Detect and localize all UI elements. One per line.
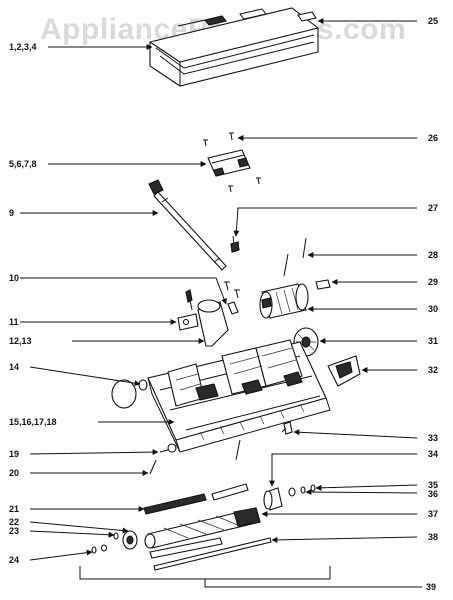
callout-30: 30 bbox=[428, 304, 438, 314]
parts-24-part[interactable] bbox=[91, 544, 108, 554]
motor-30-part[interactable] bbox=[259, 283, 309, 319]
bearing-34-part[interactable] bbox=[263, 487, 283, 511]
spring-27-part[interactable] bbox=[230, 235, 240, 253]
callout-labels: 1,2,3,4 25 26 5,6,7,8 9 27 28 10 29 30 1… bbox=[9, 16, 438, 592]
callout-15-16-17-18: 15,16,17,18 bbox=[9, 417, 57, 427]
callout-24: 24 bbox=[9, 555, 19, 565]
callout-34: 34 bbox=[428, 449, 438, 459]
callout-37: 37 bbox=[428, 509, 438, 519]
callout-28: 28 bbox=[428, 250, 438, 260]
callout-20: 20 bbox=[9, 468, 19, 478]
nut-19-part[interactable] bbox=[159, 443, 177, 453]
brush-29-part[interactable] bbox=[315, 279, 331, 290]
callout-35: 35 bbox=[428, 480, 438, 490]
screw-26-part[interactable] bbox=[229, 132, 234, 141]
callout-14: 14 bbox=[9, 362, 19, 372]
plate-assembly-part[interactable] bbox=[207, 149, 251, 177]
callout-19: 19 bbox=[9, 449, 19, 459]
callout-5-6-7-8: 5,6,7,8 bbox=[9, 159, 37, 169]
callout-29: 29 bbox=[428, 277, 438, 287]
callout-22: 22 bbox=[9, 517, 19, 527]
endcap-22-part[interactable] bbox=[122, 530, 138, 550]
leader-lines bbox=[20, 18, 422, 588]
callout-12-13: 12,13 bbox=[9, 336, 32, 346]
bracket-11-part[interactable] bbox=[177, 313, 199, 331]
callout-27: 27 bbox=[428, 203, 438, 213]
callout-31: 31 bbox=[428, 336, 438, 346]
callout-39: 39 bbox=[426, 582, 436, 592]
wheel-14-part[interactable] bbox=[111, 379, 148, 409]
base-housing-part[interactable] bbox=[147, 339, 331, 453]
bracket-25-part[interactable] bbox=[297, 11, 317, 22]
screw-set-part[interactable] bbox=[203, 139, 261, 193]
washer-23-part[interactable] bbox=[113, 532, 119, 540]
callout-11: 11 bbox=[9, 317, 19, 327]
bristle-strip-upper-part[interactable] bbox=[211, 483, 249, 501]
callout-26: 26 bbox=[428, 133, 438, 143]
callout-38: 38 bbox=[428, 532, 438, 542]
pin-28-part[interactable] bbox=[283, 237, 307, 277]
callout-33: 33 bbox=[428, 433, 438, 443]
callout-10: 10 bbox=[9, 273, 19, 283]
pin-center-part[interactable] bbox=[235, 439, 241, 461]
brush-roll-37-part[interactable] bbox=[144, 507, 261, 549]
cap-32-part[interactable] bbox=[327, 355, 361, 387]
hood-cover-part[interactable] bbox=[149, 7, 319, 87]
rod-9-part[interactable] bbox=[148, 179, 227, 271]
callout-32: 32 bbox=[428, 365, 438, 375]
bristle-strip-38-part[interactable] bbox=[149, 537, 272, 571]
fastener-10-part[interactable] bbox=[224, 281, 240, 315]
brush-strip-21-part[interactable] bbox=[143, 493, 207, 515]
washer-35-part[interactable] bbox=[288, 484, 316, 497]
callout-21: 21 bbox=[9, 504, 19, 514]
screw-33-part[interactable] bbox=[281, 421, 293, 435]
callout-9: 9 bbox=[9, 208, 14, 218]
callout-25: 25 bbox=[428, 16, 438, 26]
pin-20-part[interactable] bbox=[149, 459, 157, 475]
callout-23: 23 bbox=[9, 526, 19, 536]
connector-12-part[interactable] bbox=[185, 289, 229, 347]
callout-36: 36 bbox=[428, 489, 438, 499]
callout-1-2-3-4: 1,2,3,4 bbox=[9, 42, 37, 52]
